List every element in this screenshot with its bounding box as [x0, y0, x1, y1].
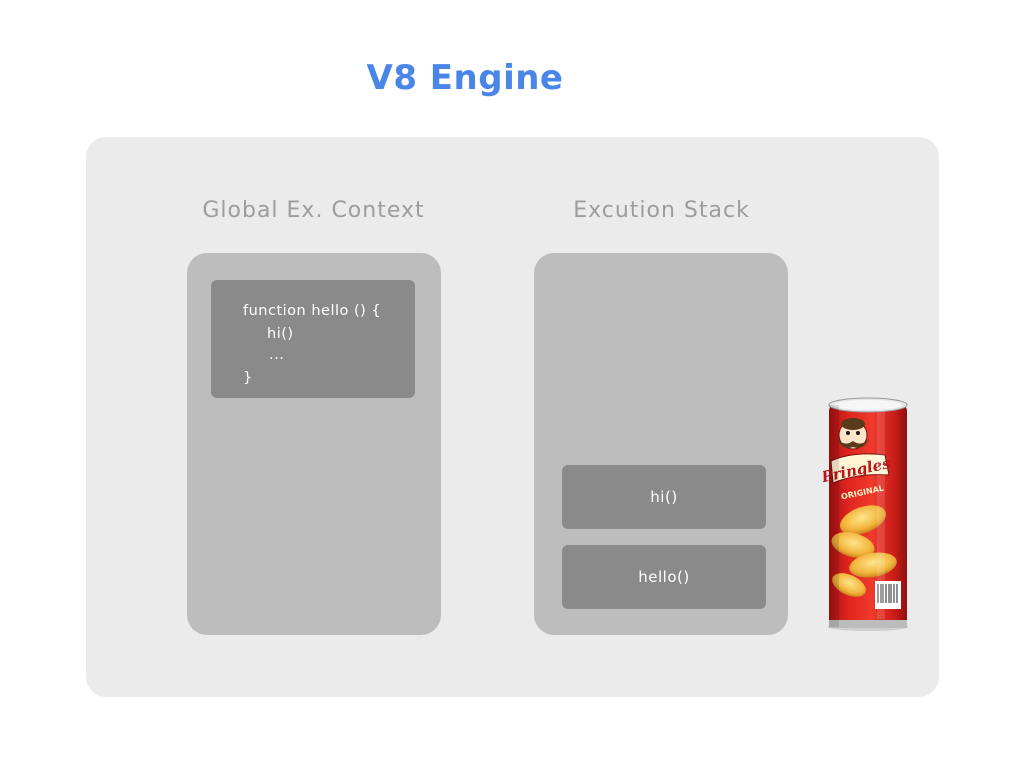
stack-frame-hello: hello() — [562, 545, 766, 609]
global-context-label: Global Ex. Context — [202, 198, 425, 223]
code-line: function hello () { — [243, 303, 382, 319]
code-line: } — [243, 370, 253, 386]
code-block: function hello () { hi() ... } — [211, 280, 415, 398]
execution-stack-label: Excution Stack — [573, 198, 750, 223]
pringles-can-image: Pringles ORIGINAL — [819, 395, 913, 635]
code-line: hi() — [267, 326, 294, 342]
diagram-title: V8 Engine — [366, 58, 564, 98]
code-line: ... — [269, 347, 285, 363]
stack-frame-hi: hi() — [562, 465, 766, 529]
